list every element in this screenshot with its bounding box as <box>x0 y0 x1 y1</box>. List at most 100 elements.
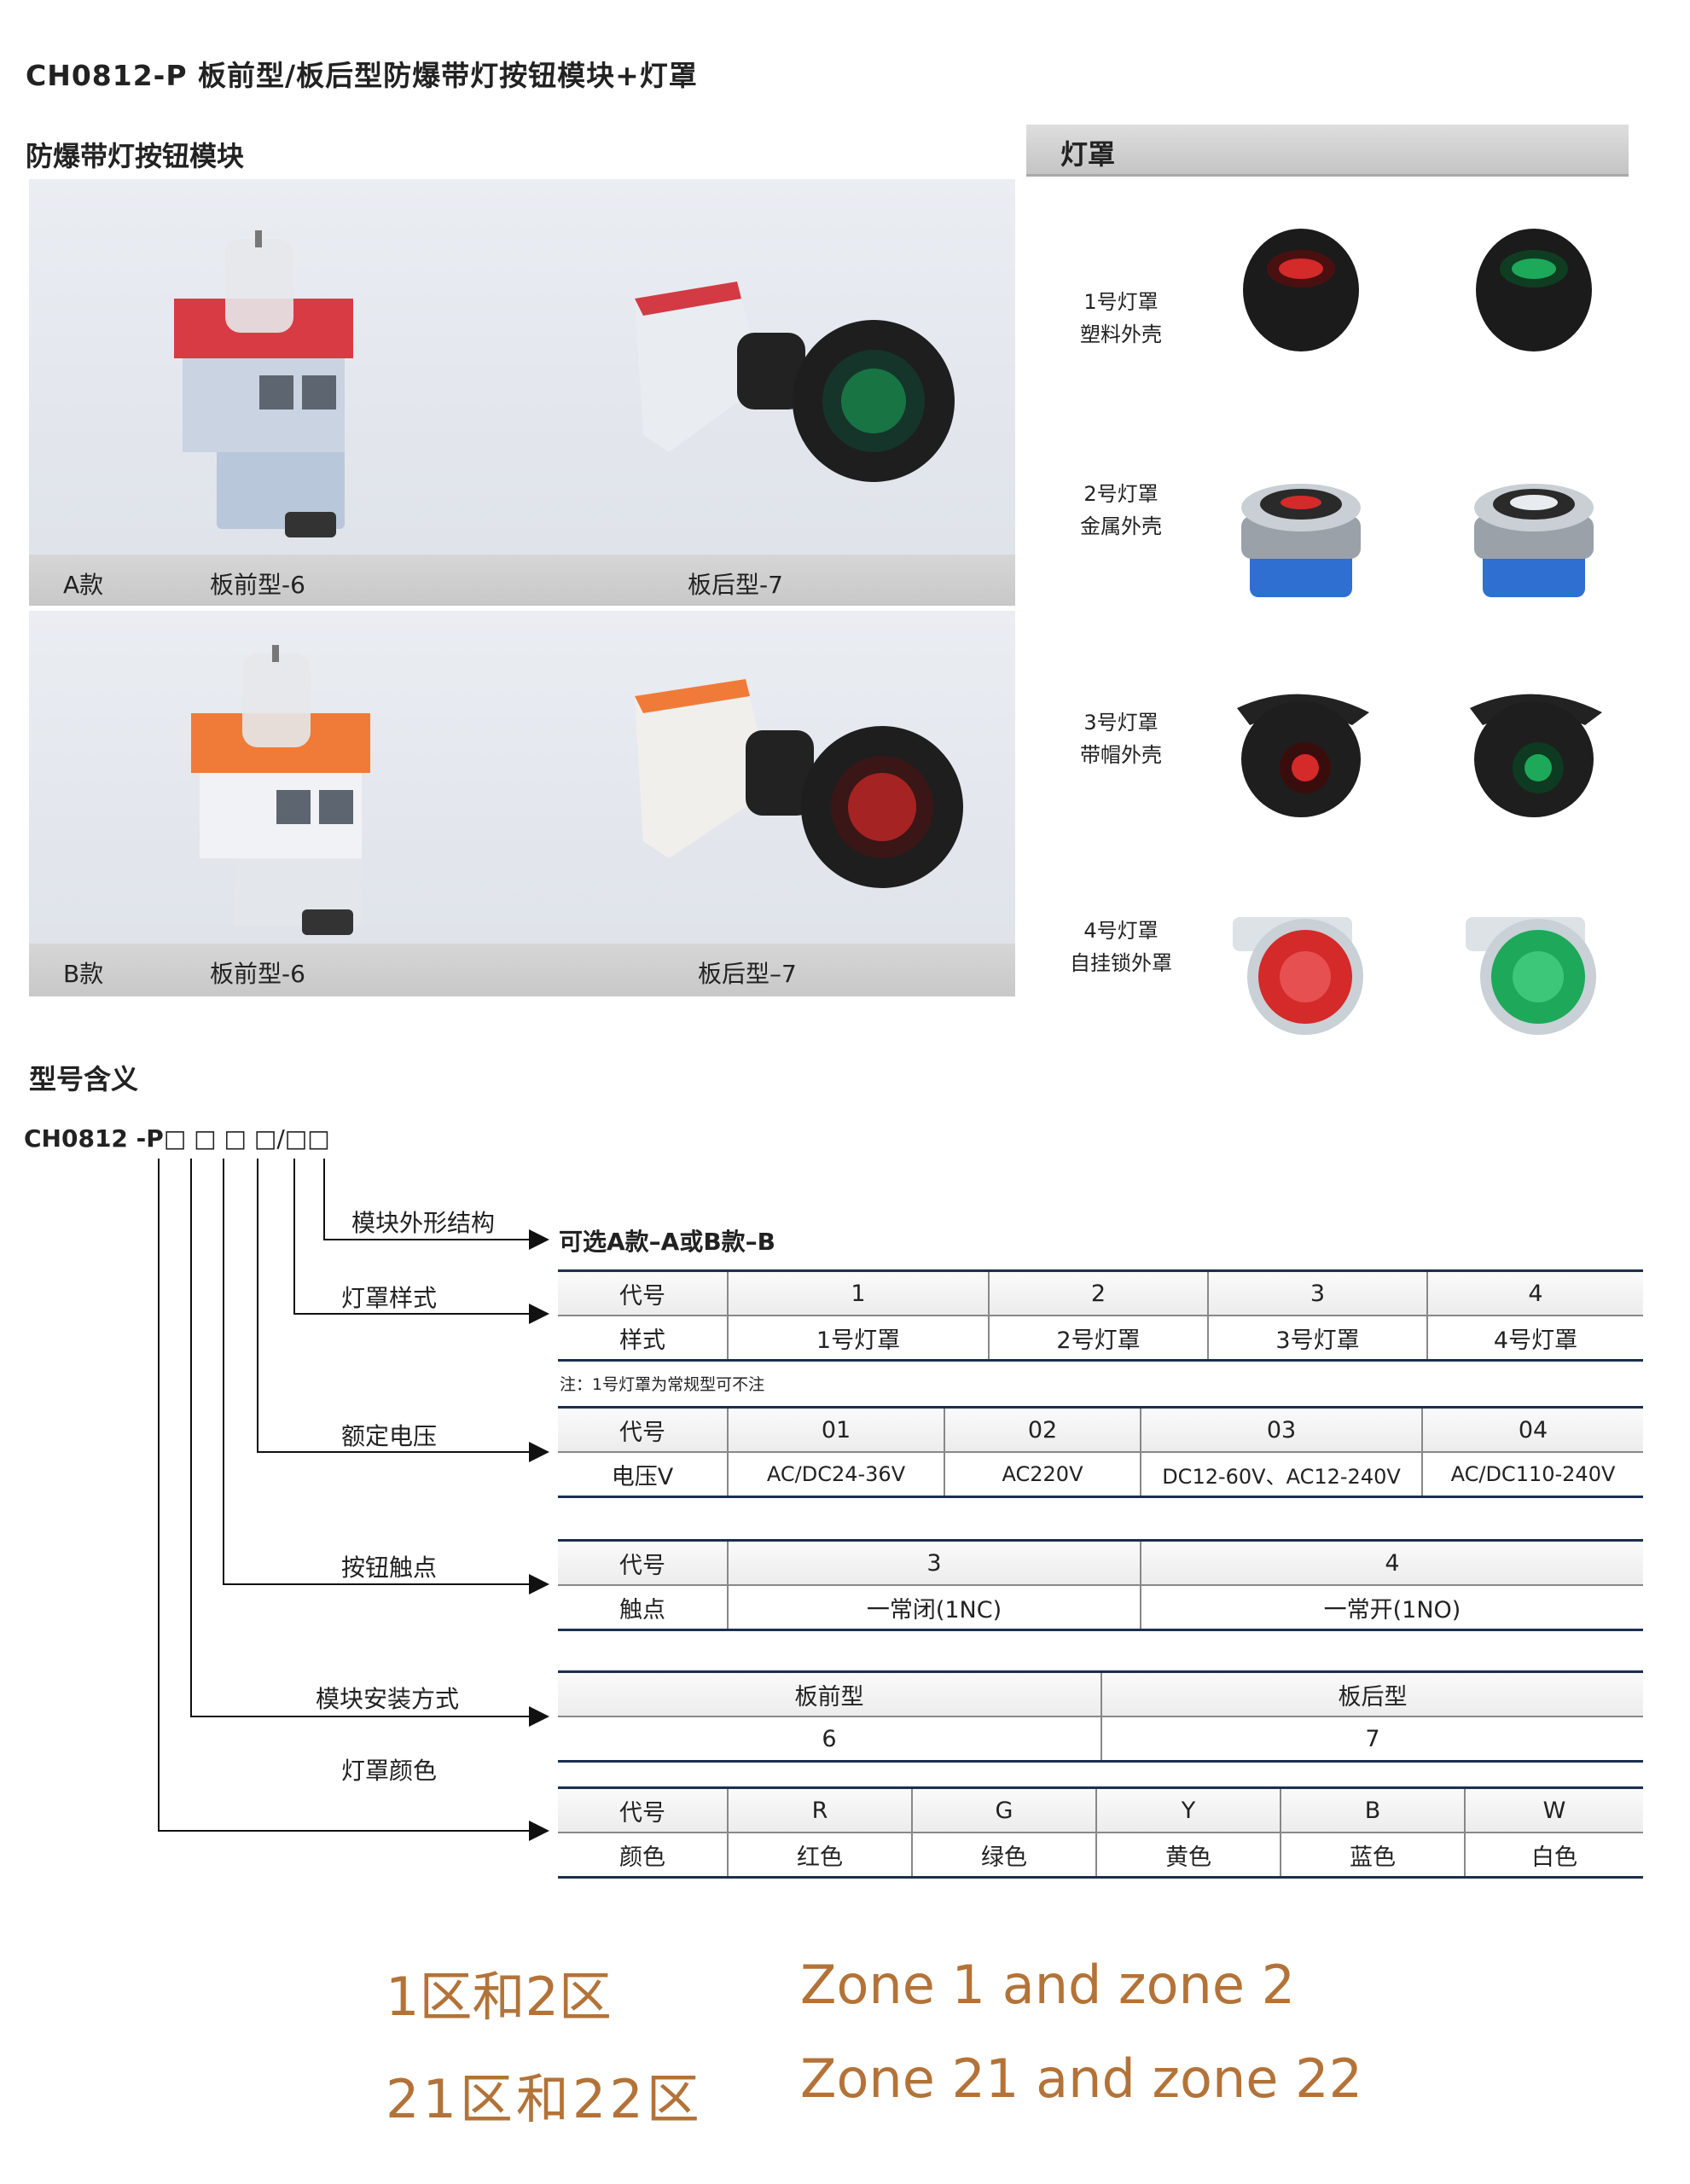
table-cell: 3 <box>727 1539 1141 1585</box>
cap-4-green-image <box>1466 917 1596 1035</box>
table-cell: 4 <box>1426 1269 1643 1316</box>
table-cell: 代号 <box>558 1406 728 1452</box>
branch-color: 灯罩颜色 <box>341 1757 438 1785</box>
cap-heading: 灯罩 <box>1060 138 1116 171</box>
cap-1-name: 1号灯罩 <box>1083 290 1159 314</box>
table-row: 代号 1 2 3 4 <box>558 1269 1643 1316</box>
table-cell: 3 <box>1207 1269 1427 1316</box>
contact-table: 代号 3 4 触点 一常闭(1NC) 一常开(1NO) <box>558 1539 1643 1631</box>
table-row: 板前型 板后型 <box>558 1670 1643 1716</box>
table-cell: 黄色 <box>1095 1832 1281 1879</box>
table-cell: 颜色 <box>558 1832 728 1879</box>
rear-mount-label-a: 板后型-7 <box>688 571 783 599</box>
table-cell: 样式 <box>558 1315 728 1362</box>
cap-3-red-image <box>1237 694 1369 817</box>
table-cell: 02 <box>944 1406 1141 1452</box>
cap-4-name: 4号灯罩 <box>1083 919 1159 943</box>
table-cell: 2 <box>988 1269 1208 1316</box>
table-cell: AC220V <box>944 1451 1141 1498</box>
page-title: CH0812-P 板前型/板后型防爆带灯按钮模块+灯罩 <box>26 59 698 92</box>
module-heading: 防爆带灯按钮模块 <box>26 140 245 172</box>
branch-structure: 模块外形结构 <box>351 1209 496 1237</box>
module-b-illustration <box>191 645 963 935</box>
table-cell: DC12-60V、AC12-240V <box>1140 1451 1422 1498</box>
model-code-prefix: CH0812 -P <box>24 1124 164 1153</box>
cap-2-desc: 金属外壳 <box>1080 514 1162 538</box>
cap-style-table: 代号 1 2 3 4 样式 1号灯罩 2号灯罩 3号灯罩 4号灯罩 <box>558 1269 1643 1362</box>
module-photo-b <box>29 611 1015 952</box>
caption-bar-a: A款 板前型-6 板后型-7 <box>29 555 1015 606</box>
zone-en-1: Zone 1 and zone 2 <box>800 1954 1296 2016</box>
branch-contact: 按钮触点 <box>341 1554 438 1582</box>
table-cell: 04 <box>1421 1406 1643 1452</box>
model-code: CH0812 -P□ □ □ □/□□ <box>24 1124 330 1153</box>
style-label-b: B款 <box>63 960 104 988</box>
table-cell: 板前型 <box>558 1670 1101 1716</box>
branch-voltage: 额定电压 <box>341 1422 438 1450</box>
table-cell: 2号灯罩 <box>988 1315 1208 1362</box>
module-a-illustration <box>174 230 955 537</box>
zone-cn-1: 1区和2区 <box>386 1966 612 2028</box>
cap-style-note: 注：1号灯罩为常规型可不注 <box>560 1375 765 1394</box>
front-mount-module-a <box>174 230 353 537</box>
table-cell: 代号 <box>558 1786 728 1833</box>
front-mount-module-b <box>191 645 370 935</box>
table-cell: 4 <box>1140 1539 1643 1585</box>
cap-1-green-image <box>1476 229 1592 351</box>
cap-4-desc: 自挂锁外罩 <box>1070 951 1172 975</box>
cap-label-1: 1号灯罩 塑料外壳 <box>1036 286 1206 351</box>
table-row: 代号 R G Y B W <box>558 1786 1643 1833</box>
zone-en-2: Zone 21 and zone 22 <box>800 2048 1363 2110</box>
style-label-a: A款 <box>63 571 104 599</box>
cap-label-3: 3号灯罩 带帽外壳 <box>1036 706 1206 771</box>
table-cell: Y <box>1095 1786 1281 1833</box>
cap-3-green-image <box>1470 694 1602 817</box>
cap-label-4: 4号灯罩 自挂锁外罩 <box>1036 915 1206 979</box>
module-photo-a <box>29 179 1015 555</box>
cap-3-desc: 带帽外壳 <box>1080 743 1162 767</box>
table-cell: 7 <box>1101 1716 1643 1763</box>
table-row: 触点 一常闭(1NC) 一常开(1NO) <box>558 1584 1643 1631</box>
structure-option: 可选A款–A或B款–B <box>559 1228 776 1256</box>
table-cell: 电压V <box>558 1451 728 1498</box>
table-row: 代号 01 02 03 04 <box>558 1406 1643 1452</box>
cap-1-desc: 塑料外壳 <box>1080 322 1162 346</box>
table-cell: R <box>727 1786 912 1833</box>
table-cell: 一常开(1NO) <box>1140 1584 1643 1631</box>
table-cell: 4号灯罩 <box>1426 1315 1643 1362</box>
cap-2-name: 2号灯罩 <box>1083 482 1159 506</box>
table-cell: 绿色 <box>911 1832 1096 1879</box>
table-row: 样式 1号灯罩 2号灯罩 3号灯罩 4号灯罩 <box>558 1315 1643 1362</box>
table-cell: 一常闭(1NC) <box>727 1584 1141 1631</box>
cap-illustrations <box>1233 229 1602 1035</box>
table-cell: AC/DC110-240V <box>1421 1451 1643 1498</box>
table-cell: 红色 <box>727 1832 912 1879</box>
table-cell: 触点 <box>558 1584 728 1631</box>
rear-mount-module-a <box>635 282 955 482</box>
cap-1-red-image <box>1243 229 1359 351</box>
voltage-table: 代号 01 02 03 04 电压V AC/DC24-36V AC220V DC… <box>558 1406 1643 1498</box>
cap-3-name: 3号灯罩 <box>1083 711 1159 735</box>
front-mount-label-b: 板前型-6 <box>210 960 305 988</box>
cap-label-2: 2号灯罩 金属外壳 <box>1036 478 1206 543</box>
rear-mount-module-b <box>635 679 963 888</box>
table-cell: AC/DC24-36V <box>727 1451 944 1498</box>
model-code-boxes: □ □ □ □/□□ <box>163 1124 330 1153</box>
table-row: 代号 3 4 <box>558 1539 1643 1585</box>
table-row: 6 7 <box>558 1716 1643 1763</box>
caption-bar-b: B款 板前型-6 板后型–7 <box>29 944 1015 996</box>
table-cell: 1号灯罩 <box>727 1315 989 1362</box>
cap-4-red-image <box>1233 917 1363 1035</box>
color-table: 代号 R G Y B W 颜色 红色 绿色 黄色 蓝色 白色 <box>558 1786 1643 1879</box>
table-cell: 代号 <box>558 1539 728 1585</box>
table-cell: 蓝色 <box>1280 1832 1465 1879</box>
table-cell: W <box>1464 1786 1643 1833</box>
table-cell: 代号 <box>558 1269 728 1316</box>
table-row: 电压V AC/DC24-36V AC220V DC12-60V、AC12-240… <box>558 1451 1643 1498</box>
mounting-table: 板前型 板后型 6 7 <box>558 1670 1643 1763</box>
table-cell: 1 <box>727 1269 989 1316</box>
cap-2-red-image <box>1241 484 1361 597</box>
rear-mount-label-b: 板后型–7 <box>698 960 797 988</box>
cap-heading-bar: 灯罩 <box>1026 125 1629 177</box>
